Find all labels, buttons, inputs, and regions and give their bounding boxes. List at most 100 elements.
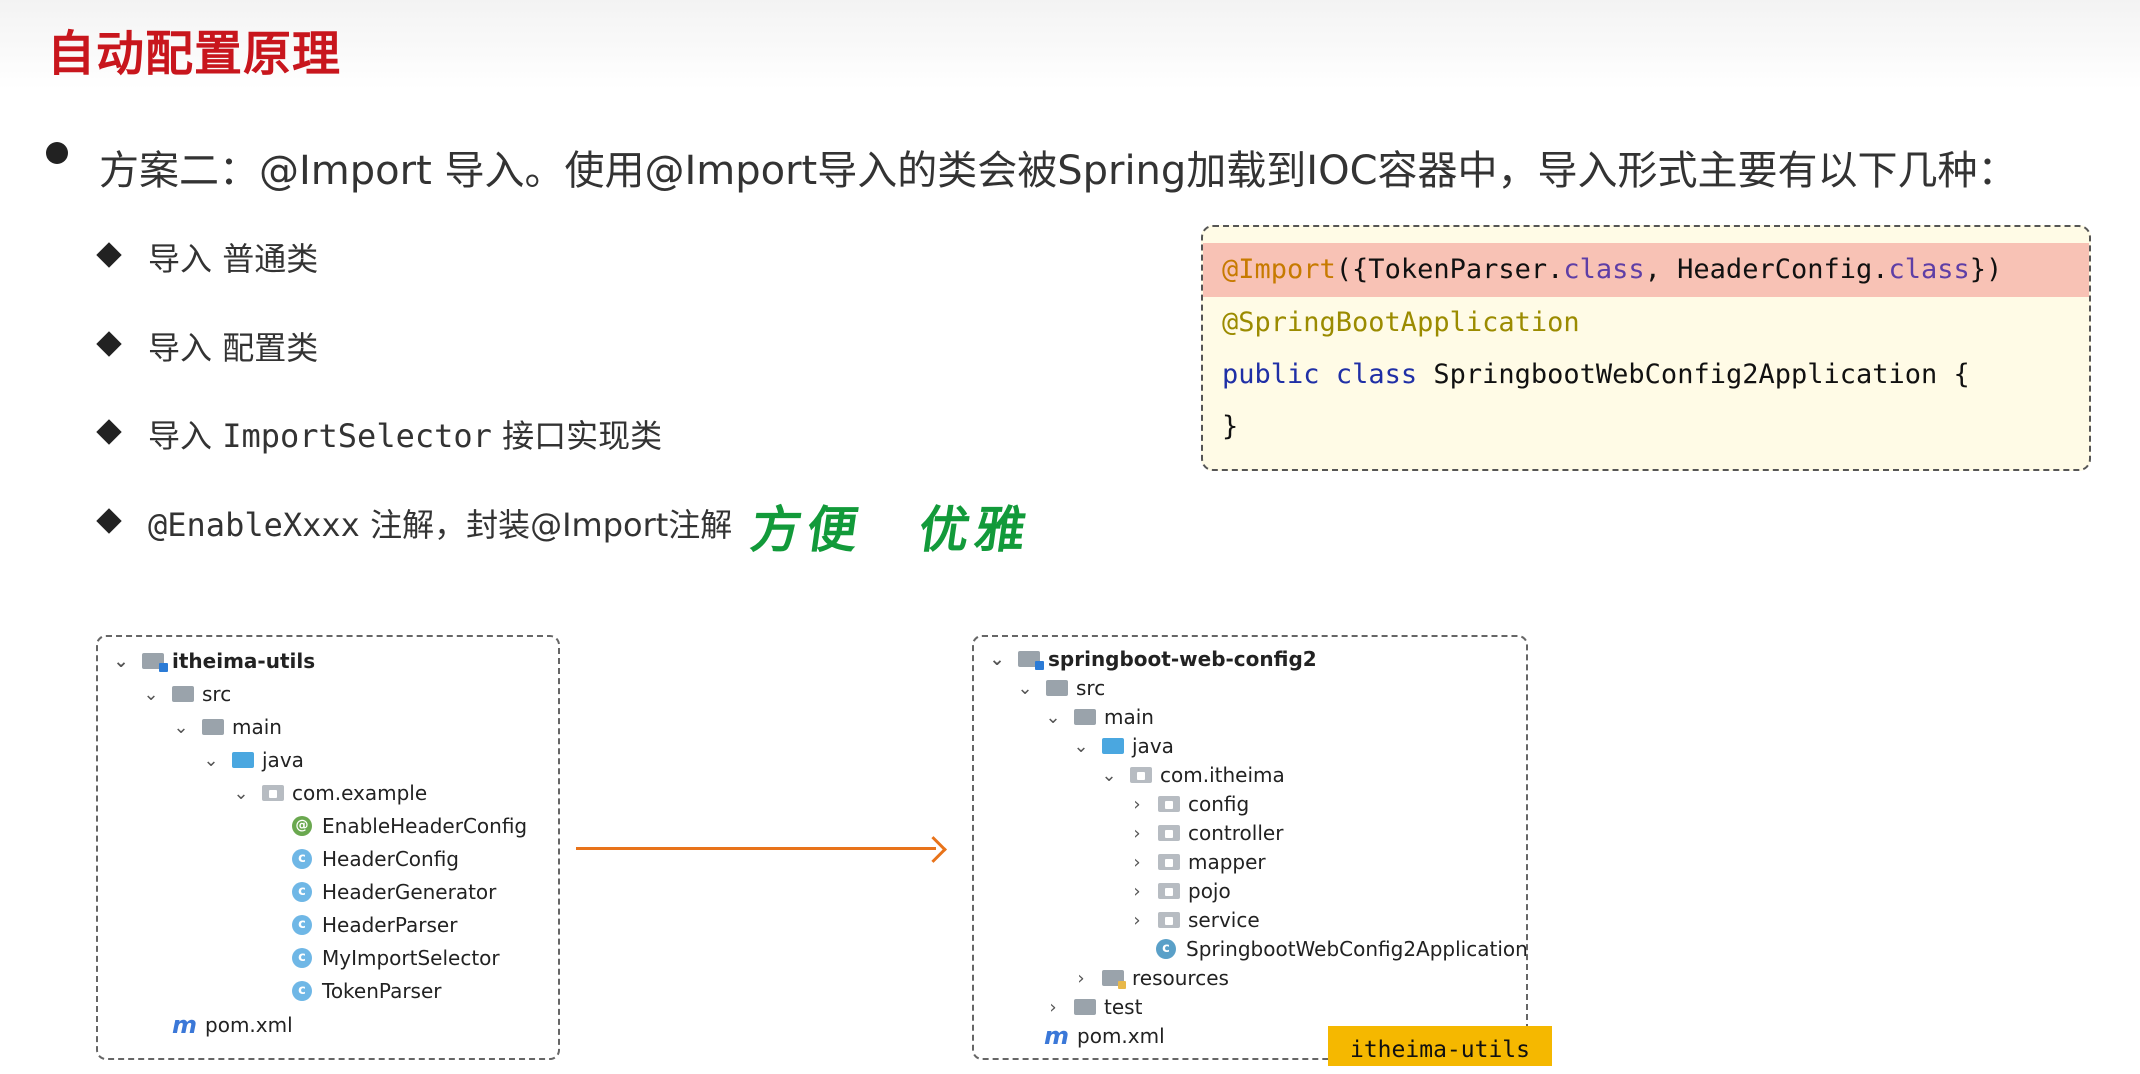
tree-item-root[interactable]: ⌄ itheima-utils — [112, 649, 315, 673]
chevron-down-icon[interactable]: ⌄ — [203, 749, 219, 771]
tree-item-src[interactable]: ⌄ src — [142, 682, 231, 706]
tree-label: HeaderConfig — [322, 847, 459, 871]
tree-label: src — [1076, 676, 1106, 700]
bullet-dot — [46, 142, 68, 164]
code-keyword: class — [1335, 359, 1418, 390]
tree-label: springboot-web-config2 — [1048, 647, 1317, 671]
tree-item-class[interactable]: c HeaderGenerator — [292, 880, 496, 904]
chevron-down-icon[interactable]: ⌄ — [233, 782, 249, 804]
sub-point-3: 导入 ImportSelector 接口实现类 — [148, 411, 662, 457]
tree-label: EnableHeaderConfig — [322, 814, 528, 838]
chevron-right-icon[interactable]: › — [1133, 851, 1141, 873]
package-icon — [262, 785, 284, 801]
code-line-2: @SpringBootApplication — [1222, 307, 1580, 338]
package-icon — [1158, 854, 1180, 870]
code-keyword: class — [1888, 254, 1970, 285]
tree-item-class[interactable]: @ EnableHeaderConfig — [292, 814, 527, 838]
sub-point-4-suffix: 注解，封装@Import注解 — [370, 506, 733, 544]
tree-item-java[interactable]: ⌄ java — [202, 748, 303, 772]
diamond-bullet — [96, 508, 122, 534]
main-point: 方案二：@Import 导入。使用@Import导入的类会被Spring加载到I… — [99, 148, 2018, 194]
arrow-line — [576, 847, 936, 850]
tree-item-class[interactable]: c TokenParser — [292, 979, 442, 1003]
chevron-right-icon[interactable]: › — [1133, 822, 1141, 844]
code-highlight — [1203, 243, 2089, 297]
sub-point-1-text: 普通类 — [222, 240, 319, 278]
chevron-right-icon[interactable]: › — [1133, 909, 1141, 931]
chevron-down-icon[interactable]: ⌄ — [989, 648, 1005, 670]
source-folder-icon — [1102, 738, 1124, 754]
class-icon: c — [292, 882, 312, 902]
tree-label: SpringbootWebConfig2Application — [1186, 937, 1528, 961]
tree-item-pom[interactable]: m pom.xml — [172, 1011, 293, 1039]
tree-label: HeaderParser — [322, 913, 458, 937]
folder-icon — [202, 719, 224, 735]
tree-item-subpackage[interactable]: › service — [1128, 908, 1260, 932]
sub-point-2: 导入 配置类 — [148, 323, 318, 369]
chevron-right-icon[interactable]: › — [1077, 967, 1085, 989]
class-icon: c — [292, 915, 312, 935]
tree-item-package[interactable]: ⌄ com.example — [232, 781, 427, 805]
chevron-right-icon[interactable]: › — [1133, 793, 1141, 815]
page-title: 自动配置原理 — [47, 26, 342, 82]
tree-item-main[interactable]: ⌄ main — [1044, 705, 1154, 729]
tree-label: HeaderGenerator — [322, 880, 497, 904]
sub-point-2-prefix: 导入 — [148, 329, 223, 367]
tree-label: mapper — [1188, 850, 1266, 874]
left-project-tree: ⌄ itheima-utils ⌄ src ⌄ main ⌄ java ⌄ co… — [96, 635, 560, 1060]
handwritten-convenient: 方便 — [747, 500, 868, 559]
chevron-down-icon[interactable]: ⌄ — [113, 650, 129, 672]
arrow-head-icon — [920, 836, 947, 863]
tree-label: main — [1104, 705, 1154, 729]
code-keyword: class — [1563, 254, 1645, 285]
tree-item-src[interactable]: ⌄ src — [1016, 676, 1105, 700]
sub-point-2-text: 配置类 — [222, 329, 319, 367]
package-icon — [1130, 767, 1152, 783]
tree-label: service — [1188, 908, 1260, 932]
tree-label: pom.xml — [205, 1013, 293, 1037]
tree-item-subpackage[interactable]: › pojo — [1128, 879, 1231, 903]
chevron-down-icon[interactable]: ⌄ — [1101, 764, 1117, 786]
code-keyword: public — [1222, 359, 1320, 390]
chevron-down-icon[interactable]: ⌄ — [173, 716, 189, 738]
tree-label: TokenParser — [322, 979, 442, 1003]
maven-icon: m — [1044, 1022, 1070, 1050]
tree-item-class[interactable]: c HeaderConfig — [292, 847, 459, 871]
import-annotation: @Import — [1222, 254, 1336, 285]
handwritten-elegant: 优雅 — [915, 500, 1036, 559]
tree-item-subpackage[interactable]: › controller — [1128, 821, 1283, 845]
tree-item-package[interactable]: ⌄ com.itheima — [1100, 763, 1284, 787]
chevron-down-icon[interactable]: ⌄ — [1045, 706, 1061, 728]
tree-item-class[interactable]: c MyImportSelector — [292, 946, 500, 970]
tree-item-root[interactable]: ⌄ springboot-web-config2 — [988, 647, 1317, 671]
tree-item-class[interactable]: c HeaderParser — [292, 913, 457, 937]
chevron-down-icon[interactable]: ⌄ — [1017, 677, 1033, 699]
sub-point-3-prefix: 导入 — [148, 417, 223, 455]
tree-item-app-class[interactable]: c SpringbootWebConfig2Application — [1156, 937, 1528, 961]
annotation-icon: @ — [292, 816, 312, 836]
tree-label: pojo — [1188, 879, 1231, 903]
sub-point-3-suffix: 接口实现类 — [502, 417, 663, 455]
tree-item-pom[interactable]: m pom.xml — [1044, 1022, 1165, 1050]
tree-item-main[interactable]: ⌄ main — [172, 715, 282, 739]
module-tag: itheima-utils — [1328, 1026, 1552, 1066]
tree-label: resources — [1132, 966, 1229, 990]
class-icon: c — [292, 948, 312, 968]
package-icon — [1158, 825, 1180, 841]
chevron-down-icon[interactable]: ⌄ — [1073, 735, 1089, 757]
tree-label: MyImportSelector — [322, 946, 500, 970]
sub-point-3-code: ImportSelector — [222, 417, 492, 455]
chevron-down-icon[interactable]: ⌄ — [143, 683, 159, 705]
chevron-right-icon[interactable]: › — [1049, 996, 1057, 1018]
tree-item-subpackage[interactable]: › mapper — [1128, 850, 1266, 874]
sub-point-4-code: @EnableXxxx — [148, 506, 360, 544]
tree-label: pom.xml — [1077, 1024, 1165, 1048]
tree-item-subpackage[interactable]: › config — [1128, 792, 1249, 816]
tree-item-test[interactable]: › test — [1044, 995, 1142, 1019]
chevron-right-icon[interactable]: › — [1133, 880, 1141, 902]
tree-item-resources[interactable]: › resources — [1072, 966, 1229, 990]
tree-label: java — [1132, 734, 1174, 758]
tree-item-java[interactable]: ⌄ java — [1072, 734, 1174, 758]
code-token: ({TokenParser. — [1335, 254, 1564, 285]
diamond-bullet — [96, 419, 122, 445]
